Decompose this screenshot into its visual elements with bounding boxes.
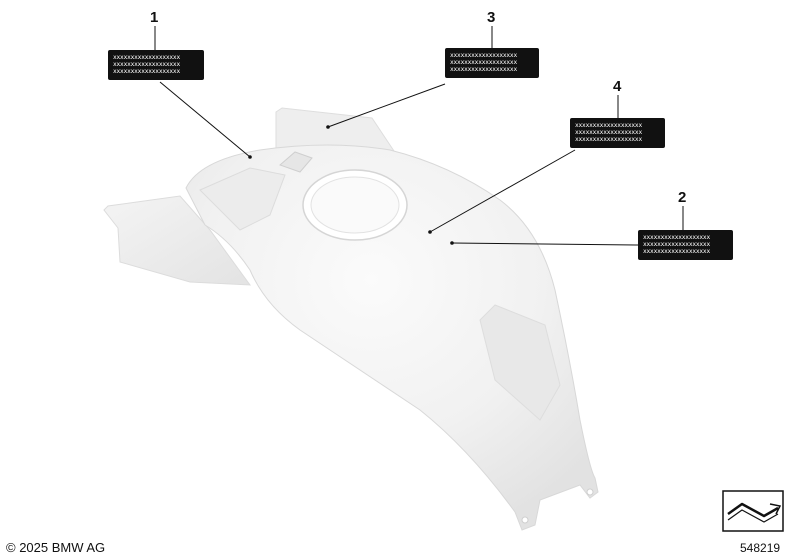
callout-number: 1 bbox=[150, 9, 158, 26]
label-box bbox=[570, 118, 665, 148]
left-wing bbox=[103, 195, 252, 286]
svg-text:xxxxxxxxxxxxxxxxxxx: xxxxxxxxxxxxxxxxxxx bbox=[450, 52, 517, 59]
svg-text:xxxxxxxxxxxxxxxxxxx: xxxxxxxxxxxxxxxxxxx bbox=[643, 241, 710, 248]
svg-text:xxxxxxxxxxxxxxxxxxx: xxxxxxxxxxxxxxxxxxx bbox=[113, 68, 180, 75]
label-box bbox=[445, 48, 539, 78]
leader-lines bbox=[159, 81, 639, 246]
svg-text:xxxxxxxxxxxxxxxxxxx: xxxxxxxxxxxxxxxxxxx bbox=[643, 234, 710, 241]
leader-dots bbox=[248, 125, 454, 245]
copyright-text: © 2025 BMW AG bbox=[6, 540, 106, 555]
leader-line-2 bbox=[451, 242, 639, 246]
leader-line-4 bbox=[429, 149, 576, 233]
svg-text:xxxxxxxxxxxxxxxxxxx: xxxxxxxxxxxxxxxxxxx bbox=[575, 136, 642, 143]
fold-arrow-icon[interactable] bbox=[722, 490, 784, 532]
svg-text:xxxxxxxxxxxxxxxxxxx: xxxxxxxxxxxxxxxxxxx bbox=[643, 248, 710, 255]
callout-number: 4 bbox=[613, 78, 622, 95]
callout-1[interactable]: 1 xxxxxxxxxxxxxxxxxxx xxxxxxxxxxxxxxxxxx… bbox=[108, 9, 204, 80]
tank-body bbox=[185, 144, 599, 531]
callout-3[interactable]: 3 xxxxxxxxxxxxxxxxxxx xxxxxxxxxxxxxxxxxx… bbox=[445, 9, 539, 78]
callout-2[interactable]: 2 xxxxxxxxxxxxxxxxxxx xxxxxxxxxxxxxxxxxx… bbox=[638, 189, 733, 260]
latch bbox=[279, 151, 313, 173]
side-panel bbox=[479, 304, 561, 421]
svg-text:xxxxxxxxxxxxxxxxxxx: xxxxxxxxxxxxxxxxxxx bbox=[450, 66, 517, 73]
svg-text:xxxxxxxxxxxxxxxxxxx: xxxxxxxxxxxxxxxxxxx bbox=[450, 59, 517, 66]
callout-4[interactable]: 4 xxxxxxxxxxxxxxxxxxx xxxxxxxxxxxxxxxxxx… bbox=[570, 78, 665, 148]
label-box bbox=[638, 230, 733, 260]
tank-cover-part bbox=[103, 107, 599, 531]
callout-number: 3 bbox=[487, 9, 495, 26]
callout-number: 2 bbox=[678, 189, 686, 206]
svg-text:xxxxxxxxxxxxxxxxxxx: xxxxxxxxxxxxxxxxxxx bbox=[575, 129, 642, 136]
svg-text:xxxxxxxxxxxxxxxxxxx: xxxxxxxxxxxxxxxxxxx bbox=[113, 61, 180, 68]
label-box bbox=[108, 50, 204, 80]
svg-text:xxxxxxxxxxxxxxxxxxx: xxxxxxxxxxxxxxxxxxx bbox=[575, 122, 642, 129]
svg-text:xxxxxxxxxxxxxxxxxxx: xxxxxxxxxxxxxxxxxxx bbox=[113, 54, 180, 61]
leader-line-1 bbox=[159, 81, 251, 158]
upper-panel bbox=[199, 167, 286, 231]
diagram-id: 548219 bbox=[740, 541, 781, 555]
leader-line-3 bbox=[327, 83, 446, 128]
